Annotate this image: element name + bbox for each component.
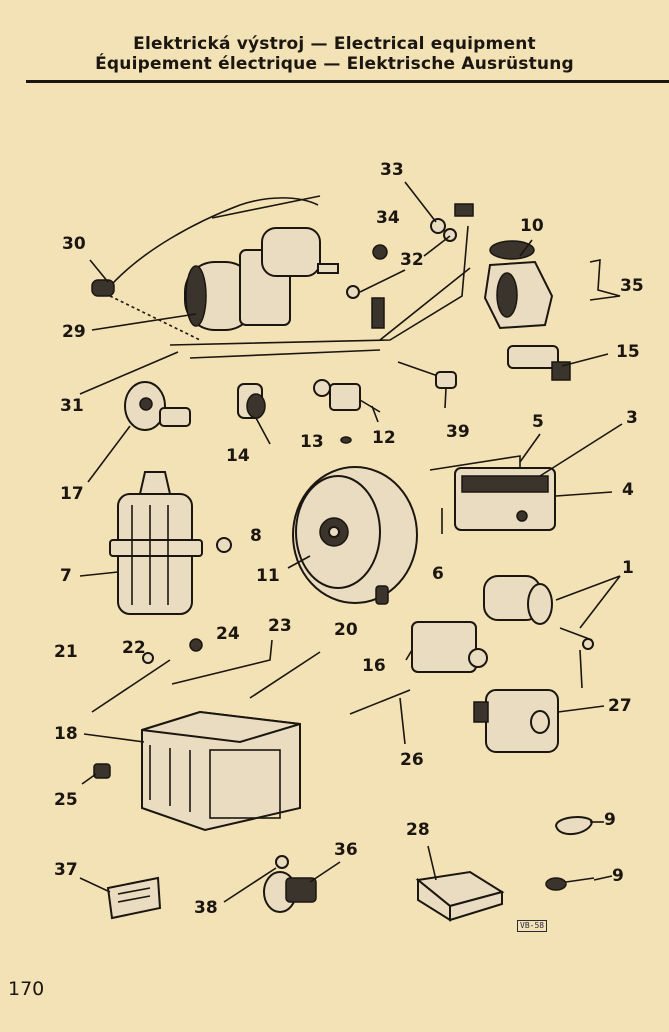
page-number: 170 [8, 978, 45, 1000]
cable-part-39 [397, 361, 439, 377]
switch-part-17 [411, 621, 488, 673]
nut-part-22 [142, 652, 154, 664]
wiper-linkage-part [169, 203, 474, 359]
label-32: 32 [400, 250, 424, 270]
grommet-part [483, 240, 554, 330]
washer-part-14 [313, 379, 331, 397]
label-27: 27 [608, 696, 632, 716]
header-title-2: Équipement électrique — Elektrische Ausr… [95, 54, 574, 74]
label-10: 9 [604, 810, 616, 830]
regulator-part [473, 689, 559, 753]
washer-part-32 [346, 285, 360, 299]
sender-part-13 [329, 383, 361, 411]
label-35: 35 [620, 276, 644, 296]
label-31: 31 [60, 396, 84, 416]
label-11: 10 [520, 216, 544, 236]
terminal-clamp-part [93, 763, 111, 779]
label-18: 17 [60, 484, 84, 504]
cap-part-18 [124, 381, 191, 431]
label-8: 8 [250, 526, 262, 546]
label-34: 34 [376, 208, 400, 228]
dot-part [340, 436, 352, 444]
label-14: 13 [300, 432, 324, 452]
label-9-text: 9 [612, 866, 624, 886]
label-4: 4 [622, 480, 634, 500]
label-22: 22 [122, 638, 146, 658]
wingnut-part-24 [189, 638, 203, 652]
ground-strap-part [349, 689, 411, 715]
fuse-box-part [429, 455, 556, 531]
label-26: 26 [400, 750, 424, 770]
brake-switch-part [507, 345, 571, 381]
horn-part [292, 466, 418, 605]
label-21: 21 [54, 642, 78, 662]
clip-part [589, 259, 621, 301]
cable-eye-part-9 [545, 877, 595, 891]
washer-part-8 [216, 537, 232, 553]
label-15: 14 [226, 446, 250, 466]
header-title-1: Elektrická výstroj — Electrical equipmen… [133, 34, 536, 54]
label-30: 30 [62, 234, 86, 254]
washer-part-38 [275, 855, 289, 869]
label-25: 25 [54, 790, 78, 810]
label-13: 12 [372, 428, 396, 448]
cable-part-21 [91, 659, 171, 713]
ignition-switch-part [483, 575, 594, 689]
label-29: 29 [62, 322, 86, 342]
cable-terminal-part [435, 371, 457, 389]
washer-part-33 [430, 218, 446, 234]
name-plate-part [106, 876, 162, 920]
battery-part [141, 710, 301, 832]
label-20: 20 [334, 620, 358, 640]
label-9b: 9 [612, 868, 624, 885]
wiper-arm-part [91, 195, 321, 341]
label-23: 23 [268, 616, 292, 636]
label-17: 16 [362, 656, 386, 676]
lamp-socket-part-15 [237, 383, 266, 419]
label-37: 37 [54, 860, 78, 880]
nut-part-34 [372, 244, 388, 260]
cable-part-20 [249, 651, 321, 699]
ignition-coil-part [109, 471, 203, 615]
label-6: 6 [432, 564, 444, 584]
label-33: 33 [380, 160, 404, 180]
label-38: 38 [194, 898, 218, 918]
label-24: 24 [216, 624, 240, 644]
bracket-part-23 [171, 639, 273, 685]
rubber-cap-part-10 [554, 816, 594, 836]
label-3: 3 [626, 408, 638, 428]
regulator-part-28 [415, 870, 505, 922]
figure-code: VB-58 [517, 920, 548, 932]
wiper-motor-part [184, 227, 339, 331]
label-16: 15 [616, 342, 640, 362]
label-12: 11 [256, 566, 280, 586]
label-39: 39 [446, 422, 470, 442]
leader-lines [79, 181, 623, 903]
lamp-holder-part-36 [263, 871, 317, 913]
label-7: 7 [60, 566, 72, 586]
header-rule [26, 80, 669, 83]
label-19: 18 [54, 724, 78, 744]
label-28: 28 [406, 820, 430, 840]
label-36: 36 [334, 840, 358, 860]
label-5: 5 [532, 412, 544, 432]
label-1: 1 [622, 558, 634, 578]
